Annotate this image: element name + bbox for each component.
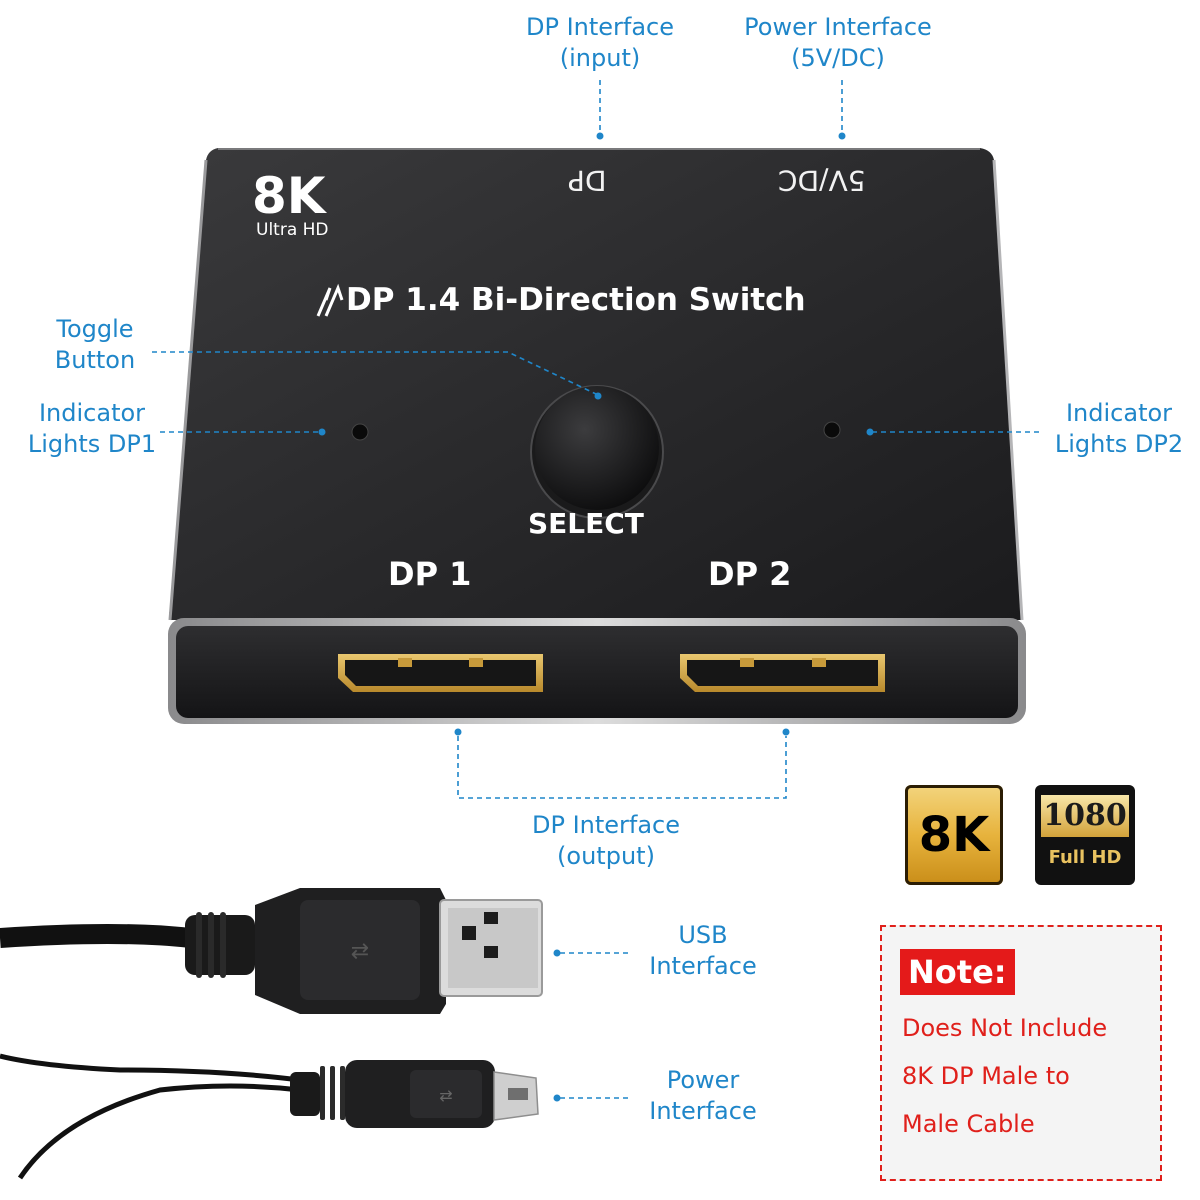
callout-power-line2: Interface xyxy=(649,1097,757,1125)
device-logo-8k: 8K xyxy=(252,167,326,225)
device-title: DP 1.4 Bi-Direction Switch xyxy=(346,282,806,318)
dp2-port[interactable] xyxy=(680,654,885,692)
callout-dots xyxy=(318,132,874,1102)
badge-1080-bottom: Full HD xyxy=(1048,847,1122,868)
callout-indicator-dp1-line1: Indicator xyxy=(38,399,146,427)
device-port-label-5vdc: 5V/DC xyxy=(778,164,866,197)
note-line-1: Does Not Include xyxy=(902,1014,1108,1042)
device-dp1-label: DP 1 xyxy=(388,555,472,593)
note-box: Note: Does Not Include 8K DP Male to Mal… xyxy=(880,925,1162,1181)
callout-indicator-dp2-line1: Indicator xyxy=(1065,399,1173,427)
callout-indicator-dp2: Indicator Lights DP2 xyxy=(1044,398,1194,460)
svg-text:⇄: ⇄ xyxy=(439,1086,452,1105)
device-right-edge xyxy=(992,159,1024,621)
leader-dp-output xyxy=(457,736,787,799)
callout-dp-input-line2: (input) xyxy=(559,44,641,72)
device-port-label-dp: DP xyxy=(568,164,607,197)
switch-device xyxy=(168,148,1026,724)
callout-power-input-line2: (5V/DC) xyxy=(791,44,885,72)
dp1-port[interactable] xyxy=(338,654,543,692)
device-top-face xyxy=(169,148,1022,620)
device-front-face xyxy=(176,626,1018,718)
micro-cable-wire-top xyxy=(0,1053,301,1083)
select-button[interactable] xyxy=(535,386,659,510)
callout-power-line1: Power xyxy=(666,1066,740,1094)
note-title: Note: xyxy=(900,949,1015,995)
device-left-edge xyxy=(168,159,208,621)
micro-usb-cable: ⇄ xyxy=(0,1053,539,1180)
indicator-light-dp1 xyxy=(351,423,369,441)
callout-dp-input: DP Interface (input) xyxy=(500,12,700,74)
callout-indicator-dp1: Indicator Lights DP1 xyxy=(22,398,162,460)
note-line-2: 8K DP Male to xyxy=(902,1062,1070,1090)
indicator-light-dp2 xyxy=(823,421,841,439)
usb-cable-wire xyxy=(0,924,192,948)
callout-toggle-line1: Toggle xyxy=(56,315,134,343)
callout-dp-output-line1: DP Interface xyxy=(531,811,681,839)
device-logo-ultra-hd: Ultra HD xyxy=(256,220,329,240)
device-dp2-label: DP 2 xyxy=(708,555,792,593)
note-line-3: Male Cable xyxy=(902,1110,1035,1138)
svg-text:⇄: ⇄ xyxy=(351,939,369,964)
callout-toggle-line2: Button xyxy=(54,346,136,374)
callout-power-input: Power Interface (5V/DC) xyxy=(722,12,954,74)
callout-toggle-button: Toggle Button xyxy=(40,314,150,376)
callout-indicator-dp1-line2: Lights DP1 xyxy=(27,430,157,458)
callout-usb-line2: Interface xyxy=(649,952,757,980)
device-select-label: SELECT xyxy=(528,507,644,540)
badge-8k: 8K xyxy=(905,785,1003,885)
badge-8k-text: 8K xyxy=(918,807,990,863)
callout-indicator-dp2-line2: Lights DP2 xyxy=(1054,430,1184,458)
callout-power-interface: Power Interface xyxy=(632,1065,774,1127)
callout-usb-interface: USB Interface xyxy=(632,920,774,982)
callout-lines xyxy=(152,80,1040,1099)
callout-dp-output-line2: (output) xyxy=(557,842,655,870)
badge-1080-full-hd: 1080 Full HD xyxy=(1035,785,1135,885)
leader-toggle xyxy=(152,351,597,395)
usb-cable: ⇄ xyxy=(0,888,543,1014)
callout-usb-line1: USB xyxy=(678,921,728,949)
callout-dp-output: DP Interface (output) xyxy=(506,810,706,872)
callout-dp-input-line1: DP Interface xyxy=(525,13,675,41)
badge-1080-top: 1080 xyxy=(1041,795,1129,837)
bidirection-arrows-icon xyxy=(316,283,344,317)
micro-cable-wire-bottom xyxy=(17,1083,301,1180)
callout-power-input-line1: Power Interface xyxy=(744,13,932,41)
